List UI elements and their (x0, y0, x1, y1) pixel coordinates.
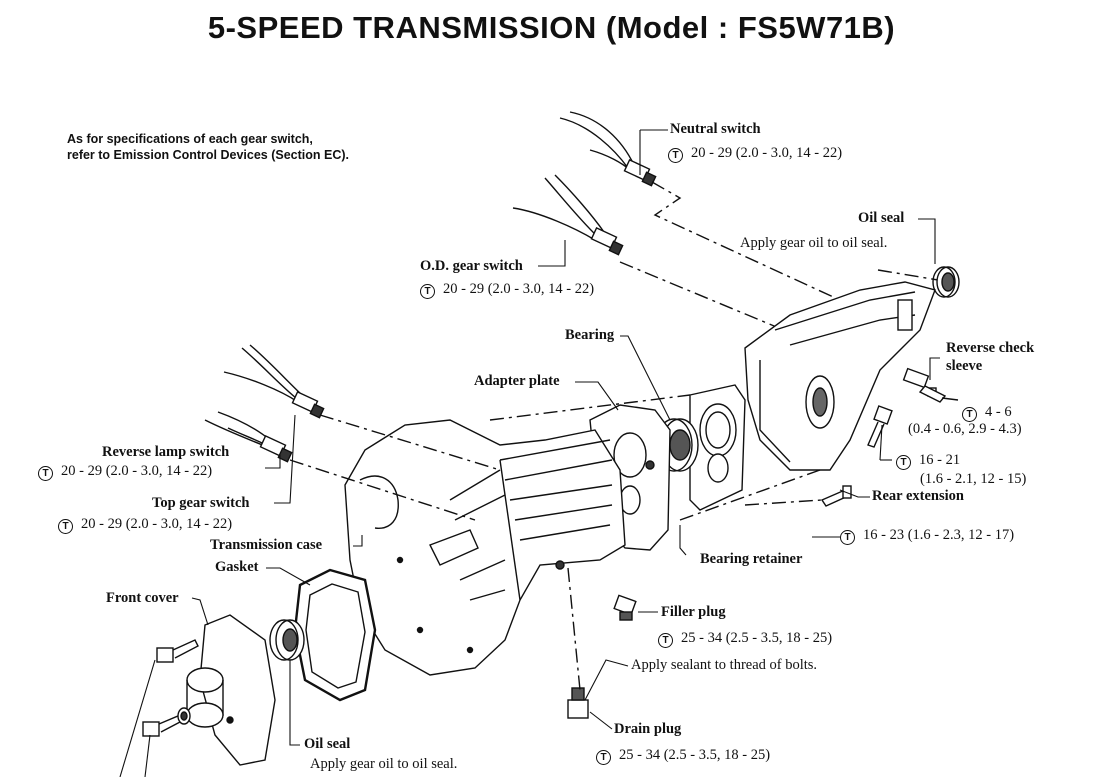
rear-extension-bolt-part (867, 405, 893, 448)
rear-oil-seal-part (932, 266, 960, 298)
front-oil-seal-note: Apply gear oil to oil seal. (310, 756, 458, 772)
top-gear-switch-torque: 20 - 29 (2.0 - 3.0, 14 - 22) (81, 516, 233, 532)
sealant-note: Apply sealant to thread of bolts. (631, 657, 818, 673)
front-cover-label: Front cover (106, 590, 179, 606)
reverse-lamp-switch-label: Reverse lamp switch (102, 444, 230, 460)
neutral-switch-part (559, 111, 657, 187)
od-gear-switch-torque: 20 - 29 (2.0 - 3.0, 14 - 22) (443, 281, 595, 297)
rear-extension-bolt-spec: T 16 - 21 (896, 452, 960, 470)
adapter-plate-label: Adapter plate (474, 373, 560, 389)
top-gear-switch-label: Top gear switch (152, 495, 250, 511)
torque-icon: T (896, 455, 911, 470)
neutral-switch-label: Neutral switch (670, 121, 761, 137)
torque-icon: T (840, 530, 855, 545)
rear-extension-bolt-torque: 16 - 21 (919, 452, 961, 468)
front-cover-part (186, 614, 276, 766)
filler-plug-part (613, 594, 637, 621)
reverse-check-sleeve-torque: 4 - 6 (985, 404, 1012, 420)
filler-plug-spec: T 25 - 34 (2.5 - 3.5, 18 - 25) (658, 630, 832, 648)
filler-plug-torque: 25 - 34 (2.5 - 3.5, 18 - 25) (681, 630, 833, 646)
transmission-case-label: Transmission case (210, 537, 323, 553)
torque-icon: T (962, 407, 977, 422)
drain-plug-torque: 25 - 34 (2.5 - 3.5, 18 - 25) (619, 747, 771, 763)
rear-extension-label: Rear extension (872, 488, 964, 504)
reverse-check-sleeve-spec-units: (0.4 - 0.6, 2.9 - 4.3) (908, 421, 1022, 437)
reverse-lamp-switch-part (204, 411, 293, 463)
reverse-check-sleeve-label-1: Reverse check (946, 340, 1035, 356)
top-gear-switch-spec: T 20 - 29 (2.0 - 3.0, 14 - 22) (58, 516, 232, 534)
drain-plug-part (567, 687, 589, 719)
rear-extension-small-bolt-part (820, 485, 852, 507)
reverse-check-sleeve-part (902, 367, 959, 403)
reverse-lamp-switch-spec: T 20 - 29 (2.0 - 3.0, 14 - 22) (38, 463, 212, 481)
rear-extension-torque: 16 - 23 (1.6 - 2.3, 12 - 17) (863, 527, 1015, 543)
reverse-lamp-switch-torque: 20 - 29 (2.0 - 3.0, 14 - 22) (61, 463, 213, 479)
front-oil-seal-label: Oil seal (304, 736, 351, 752)
torque-icon: T (58, 519, 73, 534)
rear-extension-bolt-spec-units: (1.6 - 2.1, 12 - 15) (920, 471, 1027, 487)
od-gear-switch-spec: T 20 - 29 (2.0 - 3.0, 14 - 22) (420, 281, 594, 299)
torque-icon: T (38, 466, 53, 481)
diagram-title: 5-SPEED TRANSMISSION (Model : FS5W71B) (207, 10, 896, 45)
bearing-label: Bearing (565, 327, 615, 343)
neutral-switch-spec: T 20 - 29 (2.0 - 3.0, 14 - 22) (668, 145, 842, 163)
torque-icon: T (596, 750, 611, 765)
bearing-retainer-part (689, 384, 746, 511)
bearing-retainer-label: Bearing retainer (700, 551, 803, 567)
note-line-1: As for specifications of each gear switc… (67, 132, 313, 146)
torque-icon: T (420, 284, 435, 299)
rear-oil-seal-label: Oil seal (858, 210, 905, 226)
drain-plug-spec: T 25 - 34 (2.5 - 3.5, 18 - 25) (596, 747, 770, 765)
front-cover-bolts-part (142, 639, 199, 737)
rear-oil-seal-note: Apply gear oil to oil seal. (740, 235, 888, 251)
gear-switch-note: As for specifications of each gear switc… (67, 131, 349, 163)
gasket-label: Gasket (215, 559, 259, 575)
top-gear-switch-part (223, 344, 325, 419)
filler-plug-label: Filler plug (661, 604, 726, 620)
torque-icon: T (668, 148, 683, 163)
gasket-part (293, 568, 377, 702)
od-gear-switch-part (512, 174, 624, 256)
rear-extension-part (744, 281, 936, 471)
note-line-2: refer to Emission Control Devices (Secti… (67, 148, 350, 162)
neutral-switch-torque: 20 - 29 (2.0 - 3.0, 14 - 22) (691, 145, 843, 161)
od-gear-switch-label: O.D. gear switch (420, 258, 523, 274)
rear-extension-spec: T 16 - 23 (1.6 - 2.3, 12 - 17) (840, 527, 1014, 545)
transmission-case-part (344, 419, 626, 676)
reverse-check-sleeve-spec: T 4 - 6 (962, 404, 1012, 422)
drain-plug-label: Drain plug (614, 721, 682, 737)
front-oil-seal-part (269, 619, 305, 661)
torque-icon: T (658, 633, 673, 648)
reverse-check-sleeve-label-2: sleeve (946, 358, 983, 374)
